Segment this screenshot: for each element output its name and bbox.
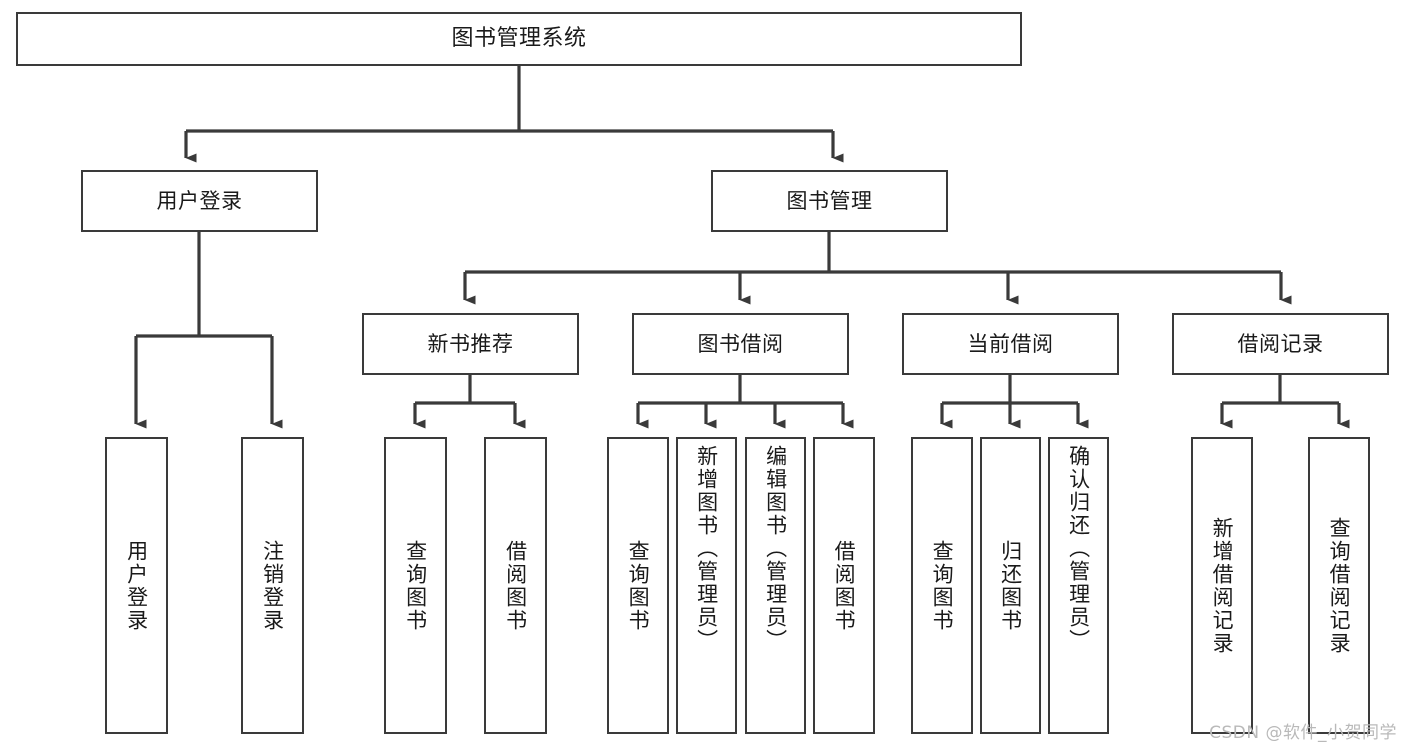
node-book-borrow-label: 图书借阅 [697,331,784,356]
node-root-label: 图书管理系统 [451,26,587,52]
node-root[interactable]: 图书管理系统 [16,12,1022,66]
node-book-manage[interactable]: 图书管理 [711,170,948,232]
node-leaf-logout-login-label: 注销登录 [260,539,285,632]
node-leaf-add-record[interactable]: 新增借阅记录 [1191,437,1253,734]
node-leaf-return-book[interactable]: 归还图书 [980,437,1041,734]
node-leaf-edit-book-label: 编辑图书（管理员） [763,445,788,652]
node-leaf-borrow-book-2-label: 借阅图书 [832,539,857,632]
node-current-borrow[interactable]: 当前借阅 [902,313,1119,375]
node-leaf-confirm-return-label: 确认归还（管理员） [1066,445,1091,652]
node-leaf-query-book-2[interactable]: 查询图书 [607,437,669,734]
node-leaf-borrow-book-1[interactable]: 借阅图书 [484,437,547,734]
node-leaf-add-record-label: 新增借阅记录 [1210,516,1235,655]
csdn-watermark: CSDN @软件_小贺同学 [1209,723,1397,743]
node-book-borrow[interactable]: 图书借阅 [632,313,849,375]
node-user-login[interactable]: 用户登录 [81,170,318,232]
node-leaf-query-book-1-label: 查询图书 [403,539,428,632]
node-leaf-query-book-3-label: 查询图书 [930,539,955,632]
node-leaf-add-book-label: 新增图书（管理员） [694,445,719,652]
node-leaf-query-record[interactable]: 查询借阅记录 [1308,437,1370,734]
node-leaf-user-login-label: 用户登录 [124,539,149,632]
node-borrow-record-label: 借阅记录 [1237,331,1324,356]
node-leaf-return-book-label: 归还图书 [998,539,1023,632]
node-new-book-recommend-label: 新书推荐 [427,331,514,356]
node-leaf-query-book-3[interactable]: 查询图书 [911,437,973,734]
node-leaf-user-login[interactable]: 用户登录 [105,437,168,734]
node-leaf-borrow-book-1-label: 借阅图书 [503,539,528,632]
node-leaf-query-book-2-label: 查询图书 [626,539,651,632]
node-leaf-edit-book[interactable]: 编辑图书（管理员） [745,437,806,734]
node-leaf-query-record-label: 查询借阅记录 [1327,516,1352,655]
node-user-login-label: 用户登录 [156,188,243,213]
node-leaf-logout-login[interactable]: 注销登录 [241,437,304,734]
node-book-manage-label: 图书管理 [786,188,873,213]
node-leaf-borrow-book-2[interactable]: 借阅图书 [813,437,875,734]
node-leaf-confirm-return[interactable]: 确认归还（管理员） [1048,437,1109,734]
node-leaf-query-book-1[interactable]: 查询图书 [384,437,447,734]
node-new-book-recommend[interactable]: 新书推荐 [362,313,579,375]
node-leaf-add-book[interactable]: 新增图书（管理员） [676,437,737,734]
node-current-borrow-label: 当前借阅 [967,331,1054,356]
node-borrow-record[interactable]: 借阅记录 [1172,313,1389,375]
